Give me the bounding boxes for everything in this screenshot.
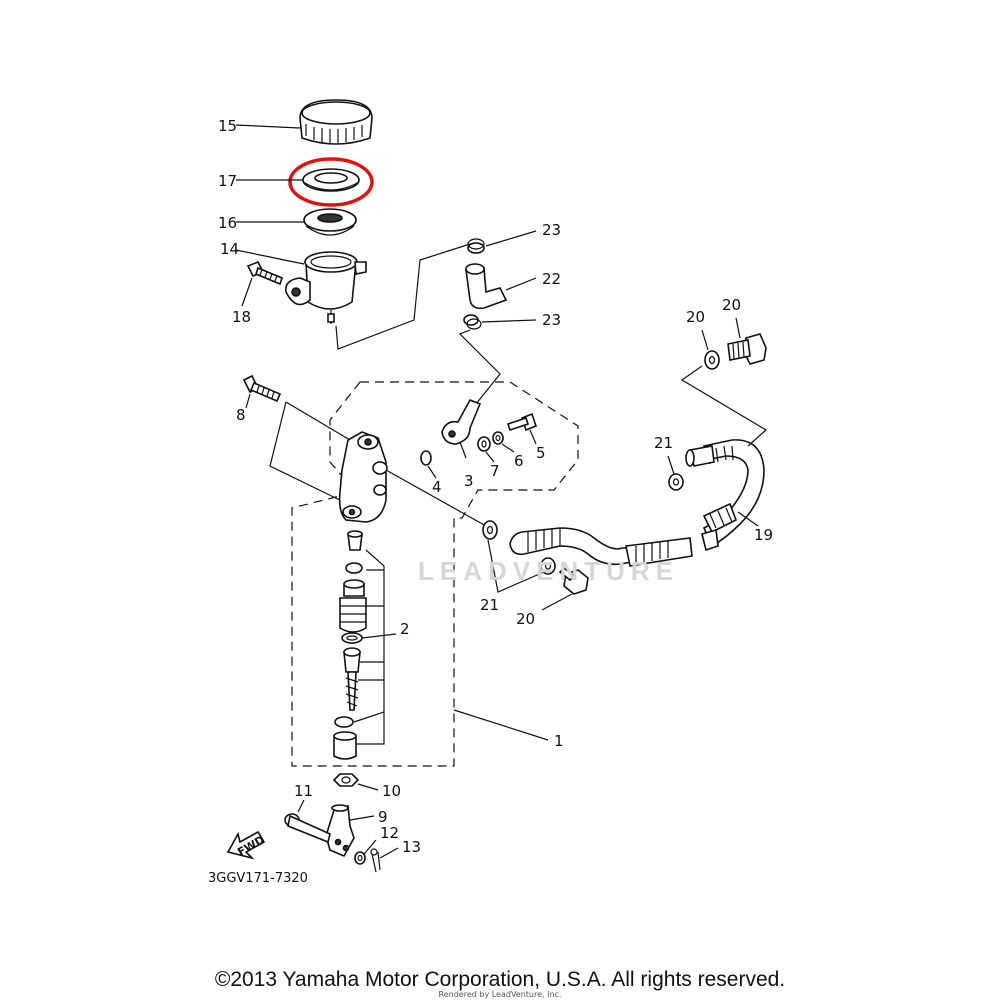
part-19-brake-hose[interactable] bbox=[509, 439, 765, 567]
callout-7: 7 bbox=[490, 462, 500, 480]
callout-2: 2 bbox=[400, 620, 410, 638]
part-12-washer[interactable] bbox=[354, 851, 366, 865]
part-6-washer[interactable] bbox=[492, 431, 504, 445]
highlight-ring bbox=[288, 157, 374, 207]
part-2-piston-kit[interactable] bbox=[333, 530, 367, 760]
callout-9: 9 bbox=[378, 808, 388, 826]
callout-11: 11 bbox=[294, 782, 313, 800]
callout-21-upper: 20 bbox=[686, 308, 705, 326]
callout-5: 5 bbox=[536, 444, 546, 462]
callout-6: 6 bbox=[514, 452, 524, 470]
part-4-o-ring[interactable] bbox=[420, 450, 432, 466]
callout-10: 10 bbox=[382, 782, 401, 800]
part-21-washer-mid[interactable] bbox=[668, 473, 684, 491]
callout-17: 17 bbox=[218, 172, 237, 190]
callout-8: 8 bbox=[236, 406, 246, 424]
callout-21-mid: 21 bbox=[654, 434, 673, 452]
callout-20-lower: 20 bbox=[516, 610, 535, 628]
part-20-banjo-bolt-upper[interactable] bbox=[727, 333, 767, 365]
callout-16: 16 bbox=[218, 214, 237, 232]
part-7-washer[interactable] bbox=[477, 436, 491, 452]
callout-15: 15 bbox=[218, 117, 237, 135]
part-18-screw[interactable] bbox=[246, 260, 283, 286]
part-10-nut[interactable] bbox=[332, 773, 360, 787]
part-15-reservoir-cap[interactable] bbox=[299, 99, 373, 145]
assembly-boundary bbox=[291, 381, 579, 767]
part-9-clevis[interactable] bbox=[325, 804, 355, 858]
part-23-clamp-lower[interactable] bbox=[463, 314, 482, 330]
callout-18: 18 bbox=[232, 308, 251, 326]
rendered-by-note: Rendered by LeadVenture, Inc. bbox=[438, 990, 562, 999]
callout-14: 14 bbox=[220, 240, 239, 258]
callout-21-lower: 21 bbox=[480, 596, 499, 614]
fwd-arrow-icon: FWD bbox=[226, 830, 267, 860]
part-5-bolt[interactable] bbox=[506, 412, 537, 432]
part-20-banjo-bolt-lower[interactable] bbox=[558, 566, 589, 595]
part-1-master-cylinder-body[interactable] bbox=[338, 431, 388, 523]
part-13-cotter-pin[interactable] bbox=[370, 848, 381, 873]
callout-12: 12 bbox=[380, 824, 399, 842]
part-14-reservoir-tank[interactable] bbox=[284, 251, 367, 324]
part-3-fitting[interactable] bbox=[441, 398, 482, 459]
watermark: LEADVENTURE bbox=[418, 556, 680, 586]
part-21-washer-upper[interactable] bbox=[704, 350, 720, 370]
callout-19: 19 bbox=[754, 526, 773, 544]
part-11-pin[interactable] bbox=[284, 813, 331, 844]
callout-20-upper: 20 bbox=[722, 296, 741, 314]
callout-4: 4 bbox=[432, 478, 442, 496]
callout-22: 22 bbox=[542, 270, 561, 288]
part-8-bolt[interactable] bbox=[242, 374, 282, 403]
part-22-reservoir-hose[interactable] bbox=[465, 263, 508, 310]
callout-3: 3 bbox=[464, 472, 474, 490]
callout-13: 13 bbox=[402, 838, 421, 856]
drawing-code: 3GGV171-7320 bbox=[208, 871, 308, 886]
callout-23-lower: 23 bbox=[542, 311, 561, 329]
part-16-diaphragm[interactable] bbox=[303, 208, 357, 236]
callout-1: 1 bbox=[554, 732, 564, 750]
part-23-clamp-upper[interactable] bbox=[467, 238, 485, 254]
part-17-diaphragm-plate[interactable] bbox=[302, 168, 360, 192]
part-21-washer-left[interactable] bbox=[482, 520, 498, 540]
part-21-washer-lower[interactable] bbox=[540, 557, 556, 575]
copyright-notice: ©2013 Yamaha Motor Corporation, U.S.A. A… bbox=[214, 968, 786, 991]
callout-23-upper: 23 bbox=[542, 221, 561, 239]
